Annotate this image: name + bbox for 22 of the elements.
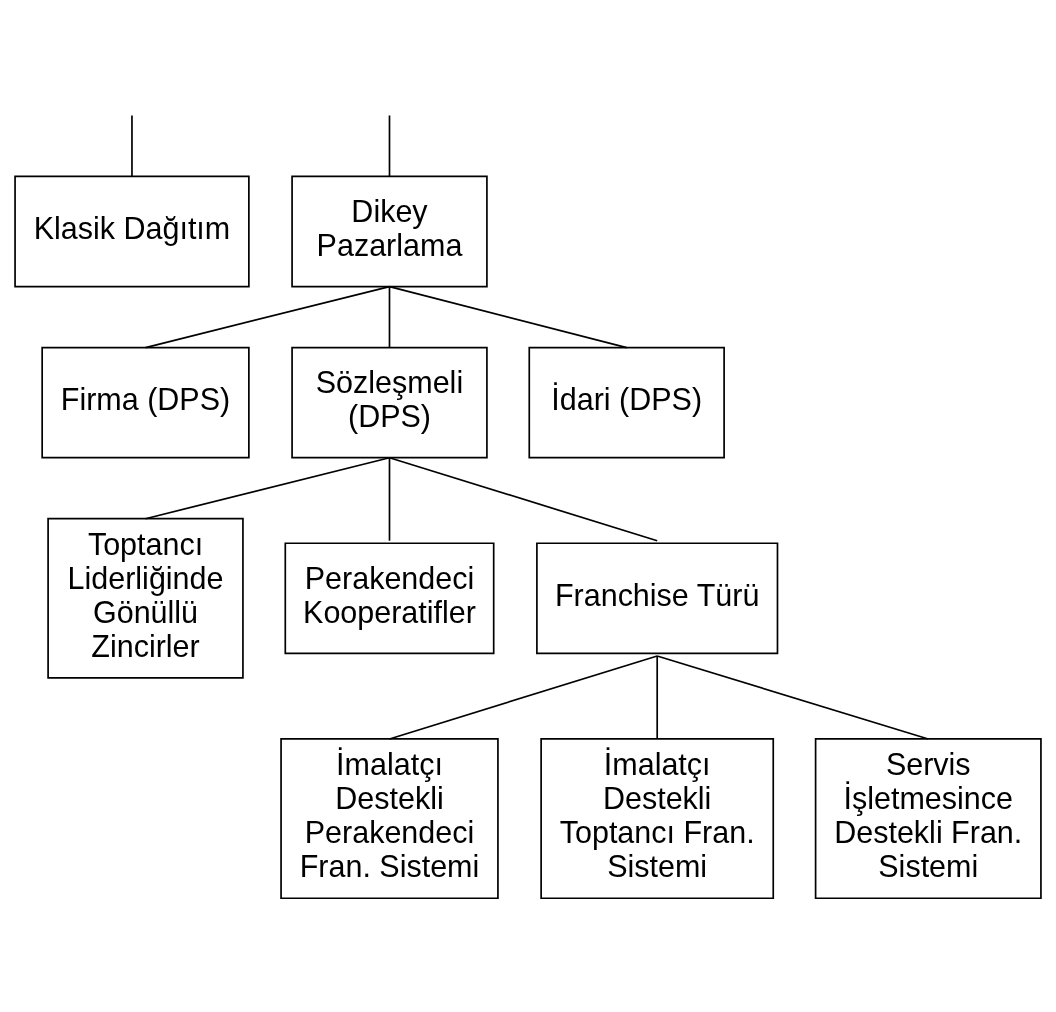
connector xyxy=(388,285,628,349)
node-box: İmalatçı Destekli Toptancı Fran. Sistemi xyxy=(540,738,775,900)
connector xyxy=(388,285,391,349)
node-box: Sözleşmeli (DPS) xyxy=(291,346,488,459)
node-box: Servis İşletmesince Destekli Fran. Sistemi xyxy=(814,738,1042,900)
node-box: Firma (DPS) xyxy=(41,346,250,459)
connector xyxy=(144,285,391,349)
connector xyxy=(388,655,659,740)
node-box: Dikey Pazarlama xyxy=(291,175,488,288)
connector xyxy=(144,456,391,520)
node-box: İmalatçı Destekli Perakendeci Fran. Sistemi xyxy=(280,738,499,900)
connector xyxy=(388,456,659,542)
node-box: İdari (DPS) xyxy=(528,346,725,459)
connector xyxy=(388,456,391,542)
connector xyxy=(656,655,659,740)
node-box: Toptancı Liderliğinde Gönüllü Zincirler xyxy=(47,517,244,679)
connector xyxy=(131,114,133,178)
node-box: Klasik Dağıtım xyxy=(14,175,250,288)
connector xyxy=(656,655,930,740)
node-box: Perakendeci Kooperatifler xyxy=(284,542,495,655)
connector xyxy=(388,114,391,178)
node-box: Franchise Türü xyxy=(536,542,779,655)
